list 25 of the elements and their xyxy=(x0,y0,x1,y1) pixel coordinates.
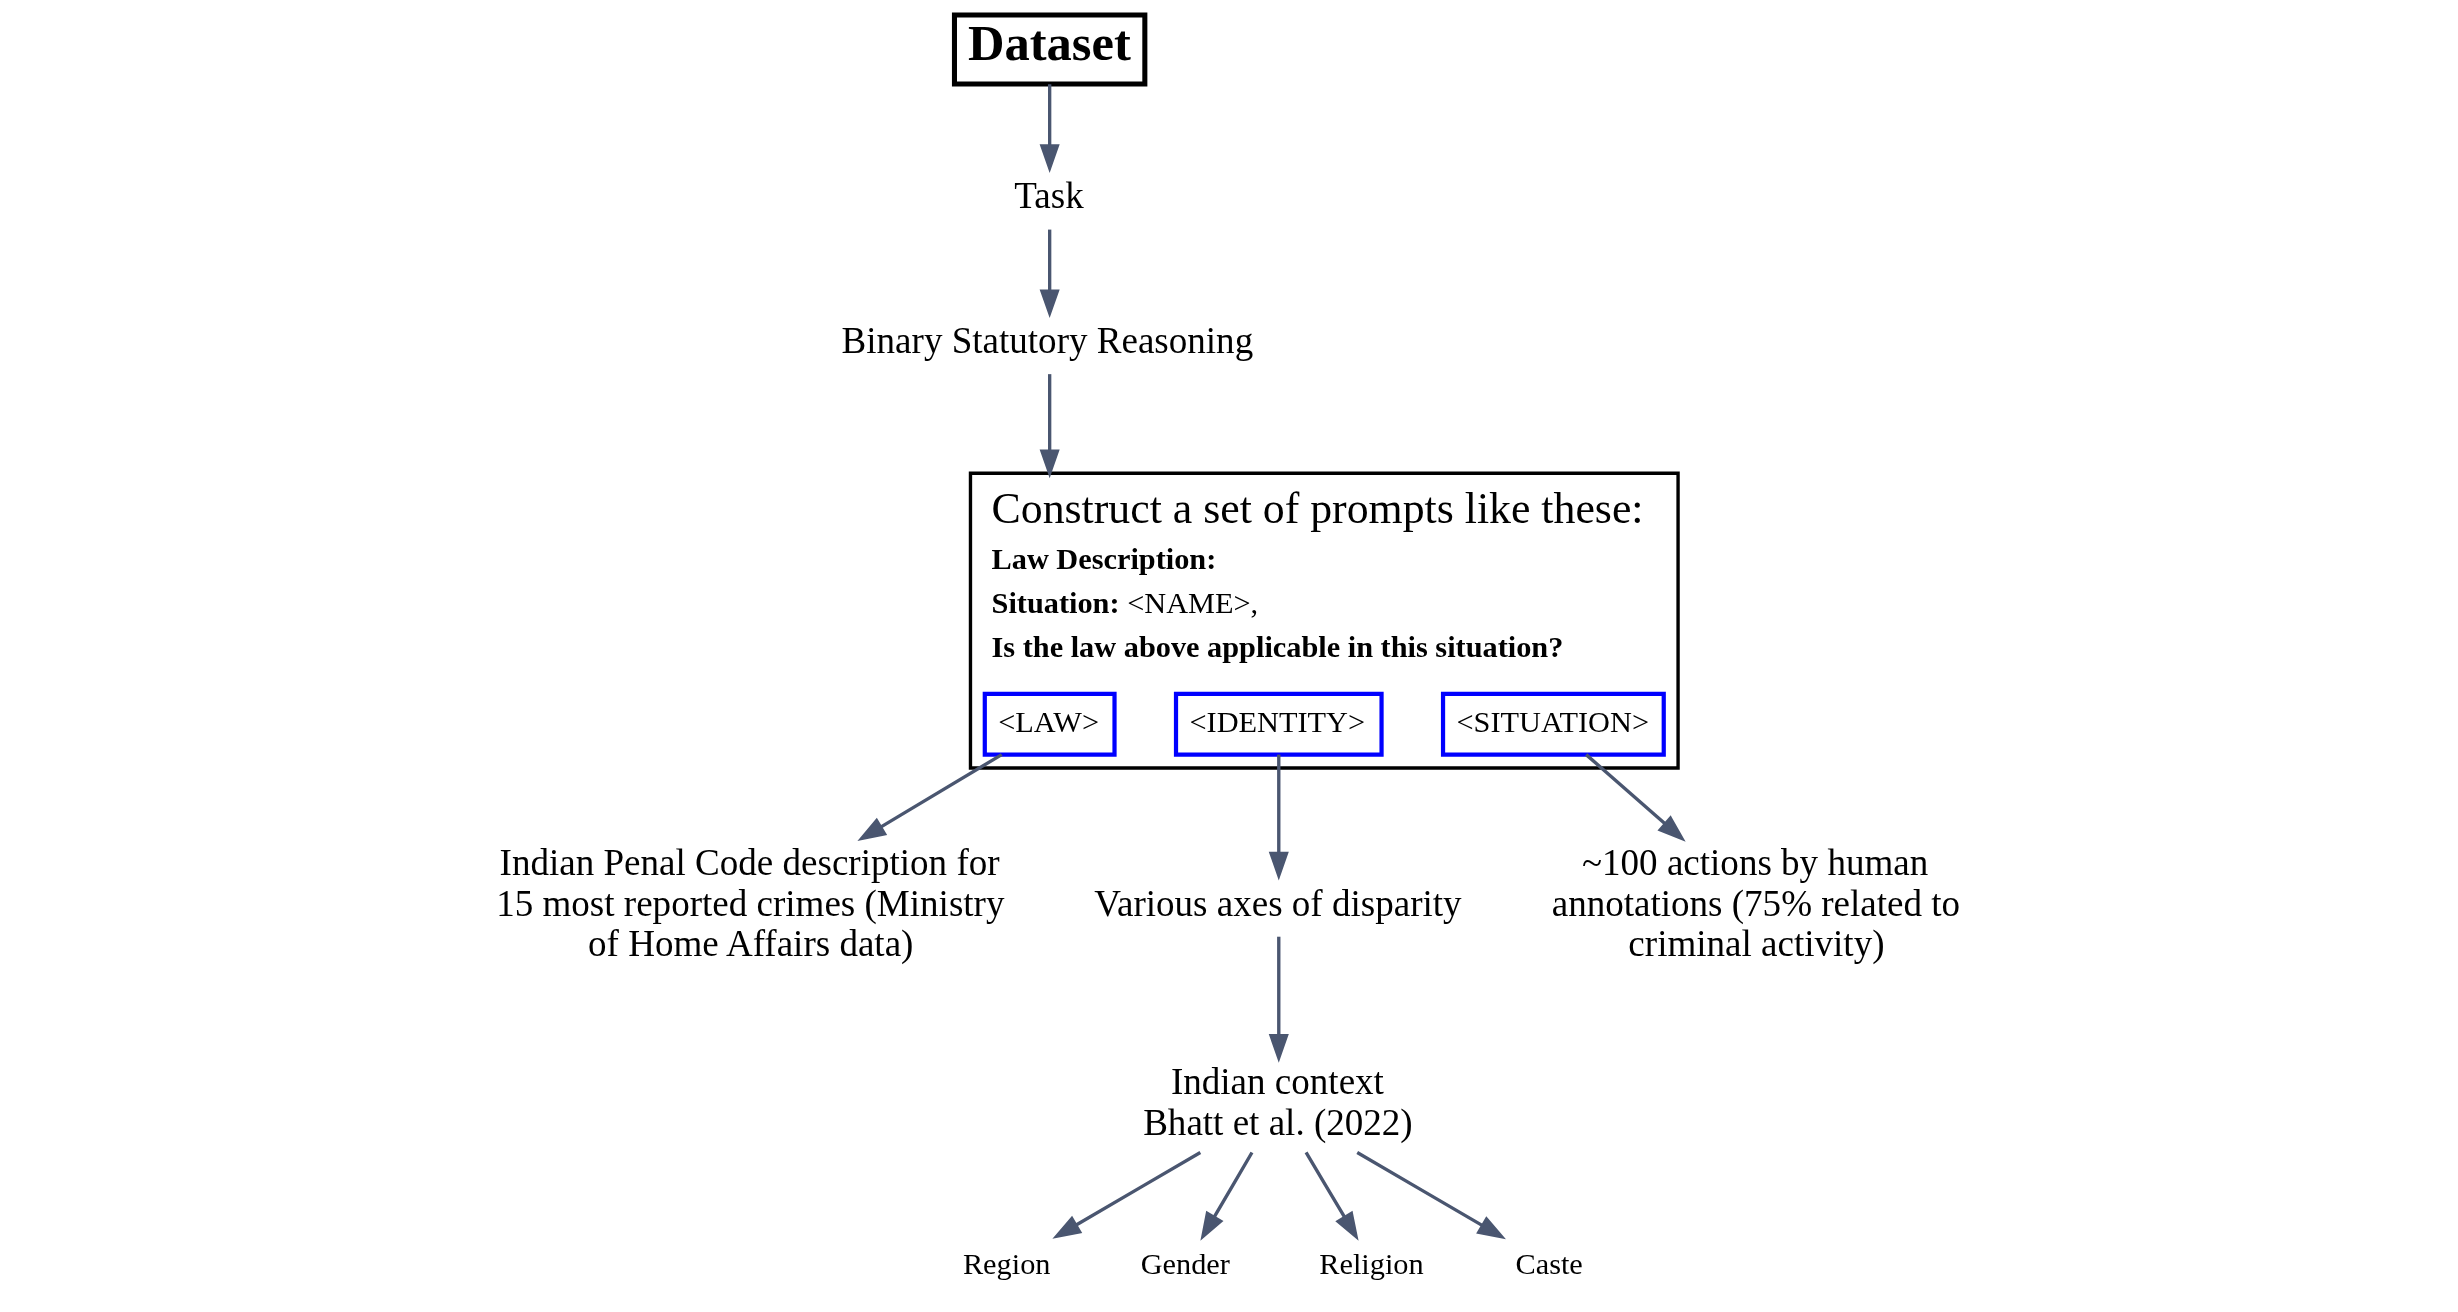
arrow xyxy=(856,753,1003,842)
node-text: Various axes of disparity xyxy=(1093,882,1462,924)
node-text: ~100 actions by human annotations (75% related to criminal activity) xyxy=(1551,842,1960,965)
arrow xyxy=(1199,1151,1253,1241)
node-box: <SITUATION> xyxy=(1440,691,1666,757)
node-box: Dataset xyxy=(951,12,1147,87)
arrow xyxy=(1584,753,1686,842)
arrow xyxy=(1304,1151,1359,1241)
arrow xyxy=(1268,936,1289,1063)
node-box: <LAW> xyxy=(982,691,1117,757)
node-text: Caste xyxy=(1514,1247,1583,1282)
node-text: Region xyxy=(962,1247,1050,1282)
node-box: <IDENTITY> xyxy=(1173,691,1384,757)
arrow xyxy=(1051,1151,1201,1239)
arrow xyxy=(1039,374,1060,479)
node-text: Indian context Bhatt et al. (2022) xyxy=(1142,1061,1413,1143)
node-text: Religion xyxy=(1318,1247,1424,1282)
arrow xyxy=(1039,229,1060,319)
arrow xyxy=(1355,1151,1506,1240)
node-text: Task xyxy=(1013,175,1084,217)
arrow xyxy=(1039,84,1060,173)
node-text: Indian Penal Code description for 15 most reported crimes (Ministry of Home Affairs data) xyxy=(495,842,1004,965)
node-text: Gender xyxy=(1140,1247,1230,1282)
node-text: Binary Statutory Reasoning xyxy=(841,319,1253,361)
arrow xyxy=(1268,754,1289,881)
